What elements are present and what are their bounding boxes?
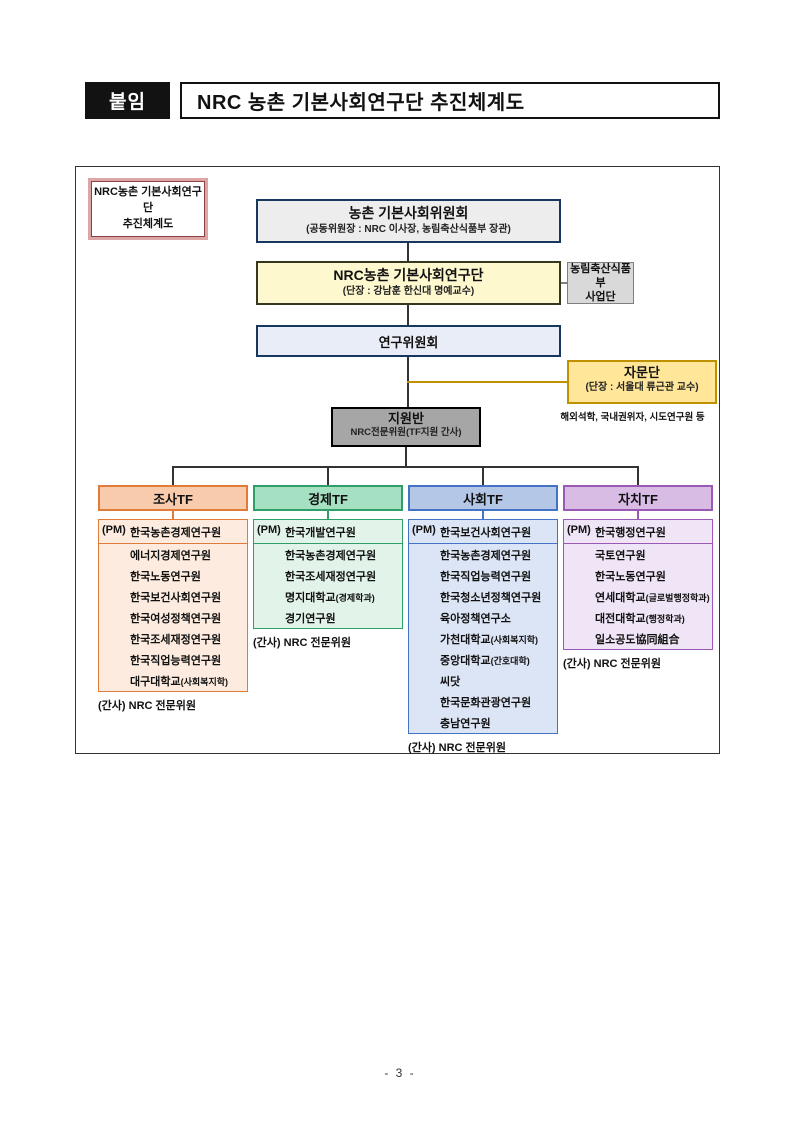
- tf-member: 한국청소년정책연구원: [440, 591, 542, 604]
- tf-pm-label: (PM): [567, 524, 591, 536]
- tf-member: 한국조세재정연구원: [285, 570, 377, 583]
- tf-member-suffix: (경제학과): [335, 592, 375, 603]
- tf-pm-name: 한국개발연구원: [285, 527, 356, 539]
- advisory-title: 자문단: [624, 365, 660, 380]
- connector-drop-tf3: [482, 466, 484, 485]
- tf-secretary: (간사) NRC 전문위원: [253, 637, 351, 649]
- advisory-note: 해외석학, 국내권위자, 시도연구원 등: [560, 412, 705, 423]
- support-team-box: 지원반 NRC전문위원(TF지원 간사): [331, 407, 481, 447]
- tf-member: 명지대학교(경제학과): [285, 591, 375, 604]
- research-group-title: NRC농촌 기본사회연구단: [333, 267, 484, 283]
- maf-unit-line1: 농림축산식품부: [570, 262, 631, 289]
- tf-secretary: (간사) NRC 전문위원: [563, 658, 661, 670]
- connector-drop-tf4: [637, 466, 639, 485]
- advisory-subtitle: (단장 : 서울대 류근관 교수): [585, 382, 699, 394]
- tf-secretary: (간사) NRC 전문위원: [98, 700, 196, 712]
- tf-header-connector: [172, 511, 174, 519]
- tf-member-suffix: (간호대학): [490, 655, 530, 666]
- tf-header-connector: [637, 511, 639, 519]
- corner-label-line2: 추진체계도: [122, 217, 174, 230]
- connector-drop-tf2: [327, 466, 329, 485]
- tf-member: 한국농촌경제연구원: [285, 549, 377, 562]
- tf-member: 일소공도協同組合: [595, 633, 680, 646]
- tf-header-connector: [482, 511, 484, 519]
- tf-member-suffix: (사회복지학): [490, 634, 539, 645]
- tf-member: 경기연구원: [285, 612, 336, 625]
- tf-pm-row: (PM) 한국개발연구원: [254, 520, 402, 544]
- tf-pm-row: (PM) 한국행정연구원: [564, 520, 712, 544]
- tf-pm-row: (PM) 한국보건사회연구원: [409, 520, 557, 544]
- connector-advisory-branch: [407, 381, 567, 383]
- tf-member: 대구대학교(사회복지학): [130, 675, 229, 688]
- tf-member-suffix: (행정학과): [645, 613, 685, 624]
- research-group-subtitle: (단장 : 강남훈 한신대 명예교수): [342, 285, 475, 297]
- tf-member: 국토연구원: [595, 549, 646, 562]
- research-group-box: NRC농촌 기본사회연구단 (단장 : 강남훈 한신대 명예교수): [256, 261, 561, 305]
- tf-member: 한국여성정책연구원: [130, 612, 222, 625]
- connector-drop-tf1: [172, 466, 174, 485]
- research-committee-title: 연구위원회: [378, 334, 439, 350]
- connector-support-down: [405, 447, 407, 466]
- corner-label-line1: NRC농촌 기본사회연구단: [94, 186, 202, 214]
- advisory-group-box: 자문단 (단장 : 서울대 류근관 교수): [567, 360, 717, 404]
- tf-member: 에너지경제연구원: [130, 549, 211, 562]
- tf-member: 육아정책연구소: [440, 612, 511, 625]
- tf-header: 조사TF: [98, 485, 248, 511]
- tf-member: 한국농촌경제연구원: [440, 549, 532, 562]
- tf-member: 가천대학교(사회복지학): [440, 633, 539, 646]
- tf-member: 중앙대학교(간호대학): [440, 654, 530, 667]
- support-title: 지원반: [388, 411, 424, 426]
- tf-member-suffix: (글로벌행정학과): [645, 592, 710, 603]
- tf-pm-name: 한국농촌경제연구원: [130, 527, 222, 539]
- diagram-corner-label: NRC농촌 기본사회연구단 추진체계도: [88, 178, 208, 240]
- tf-pm-label: (PM): [257, 524, 281, 536]
- page-number: - 3 -: [384, 1066, 416, 1080]
- support-subtitle: NRC전문위원(TF지원 간사): [350, 427, 462, 439]
- tf-member: 한국직업능력연구원: [440, 570, 532, 583]
- tf-member: 씨닷: [440, 675, 461, 688]
- tf-pm-label: (PM): [102, 524, 126, 536]
- research-committee-box: 연구위원회: [256, 325, 561, 357]
- org-chart-frame: NRC농촌 기본사회연구단 추진체계도 농촌 기본사회위원회 (공동위원장 : …: [75, 166, 720, 754]
- committee-subtitle: (공동위원장 : NRC 이사장, 농림축산식품부 장관): [306, 223, 511, 235]
- connector-group-maf: [561, 282, 567, 284]
- page-title: NRC 농촌 기본사회연구단 추진체계도: [180, 82, 720, 119]
- committee-title: 농촌 기본사회위원회: [348, 205, 469, 221]
- maf-project-unit-box: 농림축산식품부 사업단: [567, 262, 634, 304]
- connector-tf-span: [172, 466, 639, 468]
- tf-member-suffix: (사회복지학): [180, 676, 229, 687]
- tf-member: 한국문화관광연구원: [440, 696, 532, 709]
- tf-member: 한국직업능력연구원: [130, 654, 222, 667]
- tf-header: 사회TF: [408, 485, 558, 511]
- tf-member: 한국조세재정연구원: [130, 633, 222, 646]
- tf-header-connector: [327, 511, 329, 519]
- tf-secretary: (간사) NRC 전문위원: [408, 742, 506, 754]
- tf-header: 경제TF: [253, 485, 403, 511]
- maf-unit-line2: 사업단: [585, 291, 616, 304]
- tf-member: 대전대학교(행정학과): [595, 612, 685, 625]
- tf-member: 연세대학교(글로벌행정학과): [595, 591, 710, 604]
- tf-pm-name: 한국보건사회연구원: [440, 527, 532, 539]
- attachment-badge: 붙임: [85, 82, 170, 119]
- tf-pm-name: 한국행정연구원: [595, 527, 666, 539]
- tf-member: 한국보건사회연구원: [130, 591, 222, 604]
- tf-pm-label: (PM): [412, 524, 436, 536]
- connector-group-rescomm: [407, 305, 409, 325]
- tf-member: 한국노동연구원: [130, 570, 201, 583]
- connector-committee-group: [407, 243, 409, 261]
- page-title-text: NRC 농촌 기본사회연구단 추진체계도: [197, 92, 525, 114]
- tf-header: 자치TF: [563, 485, 713, 511]
- tf-member: 충남연구원: [440, 717, 491, 730]
- committee-box: 농촌 기본사회위원회 (공동위원장 : NRC 이사장, 농림축산식품부 장관): [256, 199, 561, 243]
- tf-member: 한국노동연구원: [595, 570, 666, 583]
- tf-pm-row: (PM) 한국농촌경제연구원: [99, 520, 247, 544]
